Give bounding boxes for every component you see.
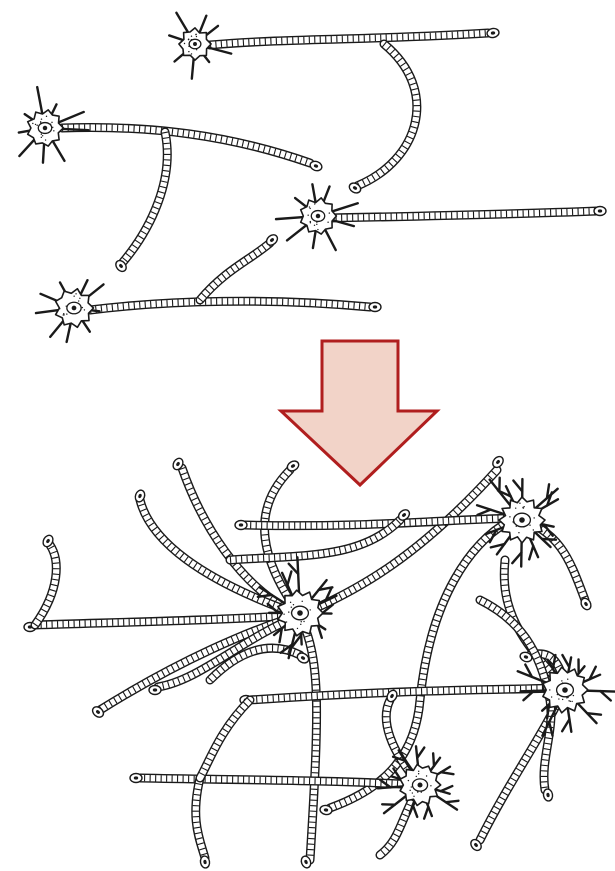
axon-bottom-12 — [240, 688, 565, 705]
axon-top-3 — [330, 207, 606, 219]
sparse-neuron-network — [19, 13, 606, 342]
neuron-bottom-right — [518, 655, 615, 736]
axon-top-2-branch — [114, 132, 168, 273]
axon-terminal — [235, 521, 247, 530]
axon-bottom-16 — [130, 774, 420, 786]
arrow-shape — [281, 341, 437, 485]
axon-bottom-7 — [149, 615, 300, 695]
top-axons — [62, 28, 606, 312]
axon-bottom-9 — [235, 518, 515, 530]
axon-top-4 — [90, 301, 381, 311]
down-arrow-icon — [281, 341, 437, 485]
axon-bottom-21 — [35, 534, 56, 625]
axon-top-1 — [210, 28, 500, 45]
dense-neuron-network — [24, 455, 615, 870]
axon-terminal — [369, 303, 381, 312]
axon-terminal — [491, 455, 506, 470]
axon-top-4-branch — [200, 233, 279, 300]
axon-terminal — [149, 686, 161, 695]
axon-top-2 — [62, 127, 323, 172]
axon-bottom-20 — [200, 700, 250, 778]
axon-bottom-24 — [230, 508, 411, 560]
axon-bottom-19 — [196, 778, 211, 869]
axon-top-1-branch — [348, 44, 417, 195]
axon-terminal — [594, 207, 606, 216]
axon-terminal — [130, 774, 142, 783]
neuron-top-4 — [36, 280, 104, 342]
axon-terminal — [543, 788, 554, 801]
top-neurons — [19, 13, 358, 342]
